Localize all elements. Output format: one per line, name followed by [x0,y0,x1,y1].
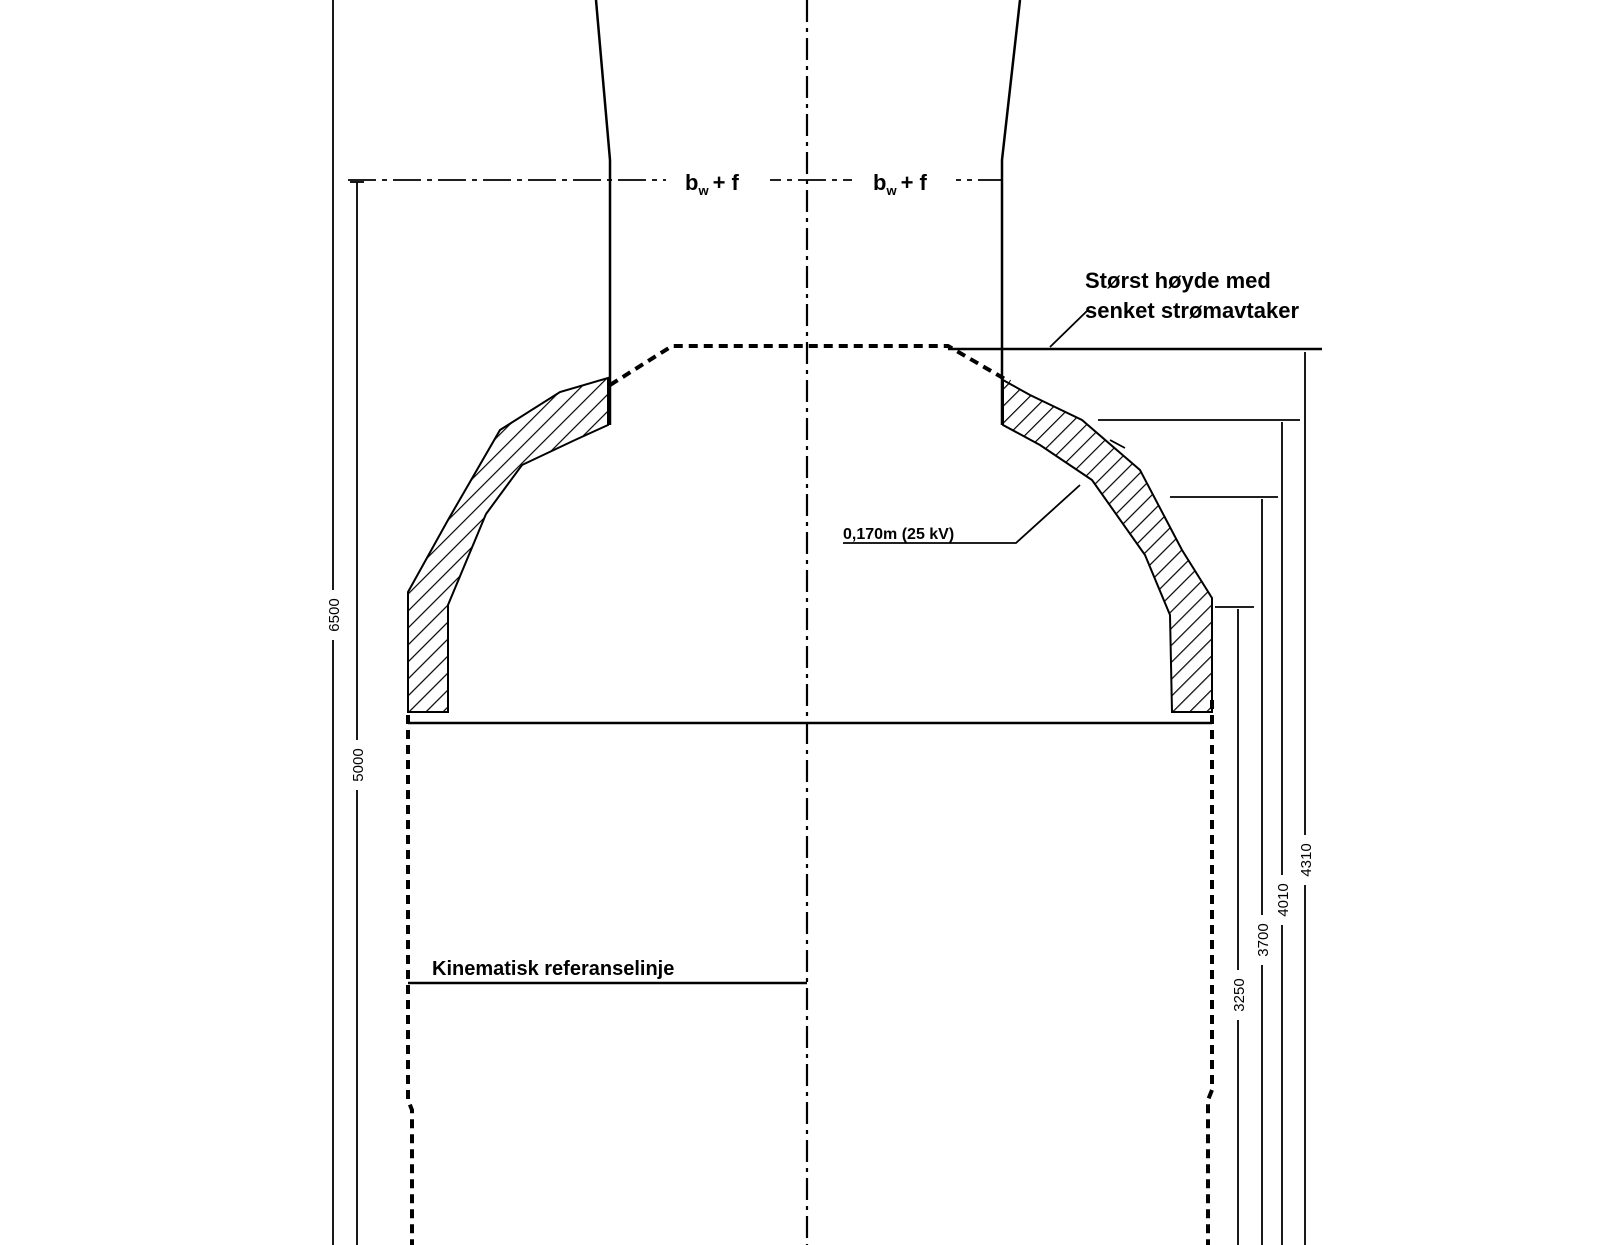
bw-label-left: bw+ f [685,170,740,198]
dim-4010: 4010 [1275,883,1292,916]
dashed-side-profile-left [406,715,414,1245]
max-height-leader [1049,309,1089,348]
clearance-tick [1109,439,1126,449]
dim-4310: 4310 [1298,843,1315,876]
bw-label-right: bw+ f [873,170,928,198]
dim-5000: 5000 [350,748,367,781]
dashed-top-profile [608,344,1012,387]
dim-3250: 3250 [1231,978,1248,1011]
max-height-label-line2: senket strømavtaker [1085,298,1299,323]
clearance-leader [843,484,1081,544]
pantograph-left-edge [594,0,612,425]
hatched-zone-right [1002,378,1213,713]
pantograph-right-edge [1000,0,1022,425]
dashed-side-profile-right [1206,700,1214,1245]
max-height-label-line1: Størst høyde med [1085,268,1271,293]
hatched-zone-left [407,376,609,713]
dim-6500: 6500 [326,598,343,631]
reference-line-label: Kinematisk referanselinje [432,958,674,980]
dim-3700: 3700 [1255,923,1272,956]
clearance-label: 0,170m (25 kV) [843,526,954,543]
